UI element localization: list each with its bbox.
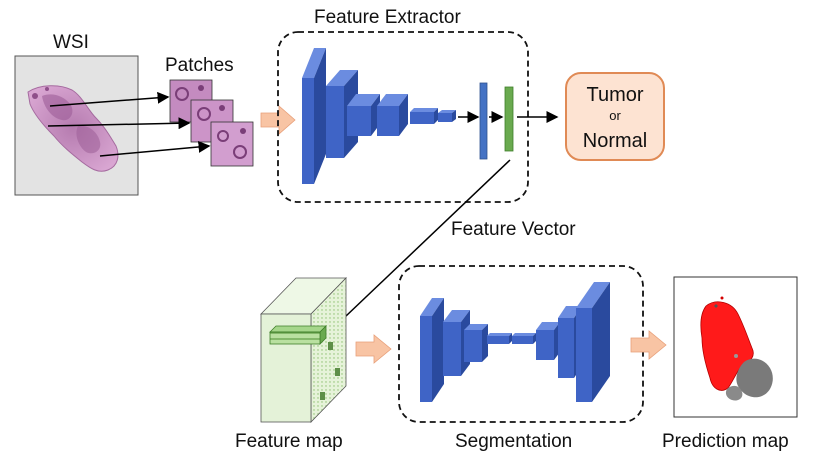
segmentation-label: Segmentation	[455, 431, 572, 452]
dense-layer-blue	[479, 82, 488, 160]
patch-stack	[169, 79, 254, 167]
arrow-vector-to-map	[323, 159, 511, 338]
classifier-output-box	[565, 72, 665, 161]
patches-label: Patches	[165, 55, 234, 76]
feature-map-label: Feature map	[235, 431, 343, 452]
output-or-text: or	[609, 108, 621, 123]
arrow-wsi-patch-2	[47, 117, 191, 130]
output-tumor-text: Tumor	[586, 84, 643, 106]
wsi-label: WSI	[53, 32, 89, 53]
wsi-slide	[14, 55, 139, 196]
arrow-wsi-patch-1	[49, 91, 170, 107]
patch-3	[210, 121, 254, 167]
feature-extractor-box	[277, 31, 529, 203]
prediction-map-label: Prediction map	[662, 431, 789, 452]
prediction-map-image	[673, 276, 798, 418]
feature-extractor-label: Feature Extractor	[314, 7, 461, 28]
feature-vector-bar	[504, 86, 514, 152]
segmentation-cnn	[420, 282, 610, 402]
feature-map-cube	[260, 277, 347, 423]
block-arrow-to-segmentation	[355, 334, 392, 364]
arrow-wsi-patch-3	[99, 140, 211, 157]
encoder-cnn	[302, 48, 456, 184]
output-normal-text: Normal	[583, 130, 647, 152]
feature-vector-label: Feature Vector	[451, 219, 576, 240]
block-arrow-to-prediction	[630, 330, 667, 360]
